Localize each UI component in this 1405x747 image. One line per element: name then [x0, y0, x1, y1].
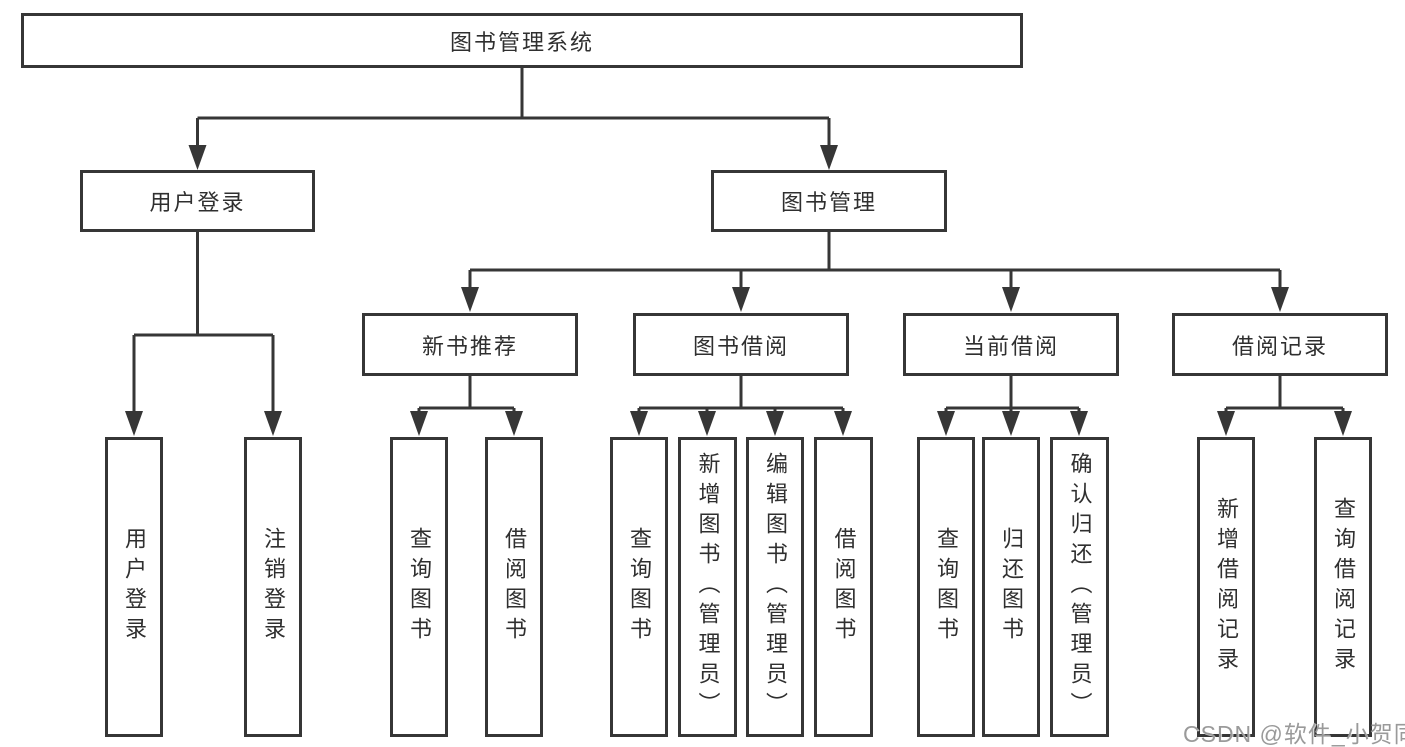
arrow-icon [766, 411, 784, 436]
arrow-icon [461, 287, 479, 312]
leaf-records-add-borrow-record: 新增借阅记录 [1197, 437, 1255, 737]
node-book-borrowing: 图书借阅 [633, 313, 849, 376]
leaf-current-query-books: 查询图书 [917, 437, 975, 737]
leaf-current-confirm-return-admin: 确认归还（管理员） [1050, 437, 1109, 737]
arrow-icon [1070, 411, 1088, 436]
node-new-book-recommend: 新书推荐 [362, 313, 578, 376]
edge-userlogin-to-leaves [132, 232, 275, 427]
leaf-recommend-query-books: 查询图书 [390, 437, 448, 737]
node-current-borrowing: 当前借阅 [903, 313, 1119, 376]
leaf-recommend-borrow-books: 借阅图书 [485, 437, 543, 737]
arrow-icon [1217, 411, 1235, 436]
edge-bookmgmt-to-level3 [468, 232, 1282, 303]
arrow-icon [698, 411, 716, 436]
leaf-user-login: 用户登录 [105, 437, 163, 737]
arrow-icon [1334, 411, 1352, 436]
edge-borrowing-to-leaves [637, 376, 845, 427]
node-book-management: 图书管理 [711, 170, 947, 232]
arrow-icon [125, 411, 143, 436]
leaf-borrowing-edit-books-admin: 编辑图书（管理员） [746, 437, 804, 737]
arrow-icon [820, 145, 838, 170]
arrowhead-icons [125, 145, 1352, 436]
edge-records-to-leaves [1224, 376, 1345, 427]
arrow-icon [188, 145, 207, 170]
arrow-icon [732, 287, 750, 312]
arrow-icon [1002, 287, 1020, 312]
arrow-icon [834, 411, 852, 436]
leaf-current-return-books: 归还图书 [982, 437, 1040, 737]
arrow-icon [264, 411, 282, 436]
arrow-icon [630, 411, 648, 436]
edge-newbook-to-leaves [417, 376, 516, 427]
node-library-management-system: 图书管理系统 [21, 13, 1023, 68]
arrow-icon [505, 411, 523, 436]
arrow-icon [410, 411, 428, 436]
leaf-borrowing-add-books-admin: 新增图书（管理员） [678, 437, 737, 737]
leaf-borrowing-query-books: 查询图书 [610, 437, 668, 737]
leaf-records-query-borrow-record: 查询借阅记录 [1314, 437, 1372, 737]
watermark-text: CSDN @软件_小贺同学 [1183, 721, 1405, 747]
arrow-icon [1271, 287, 1289, 312]
leaf-borrowing-borrow-books: 借阅图书 [814, 437, 873, 737]
leaf-logout: 注销登录 [244, 437, 302, 737]
arrow-icon [937, 411, 955, 436]
node-user-login: 用户登录 [80, 170, 315, 232]
edge-root-to-level2 [196, 68, 831, 160]
node-borrow-records: 借阅记录 [1172, 313, 1388, 376]
arrow-icon [1002, 411, 1020, 436]
